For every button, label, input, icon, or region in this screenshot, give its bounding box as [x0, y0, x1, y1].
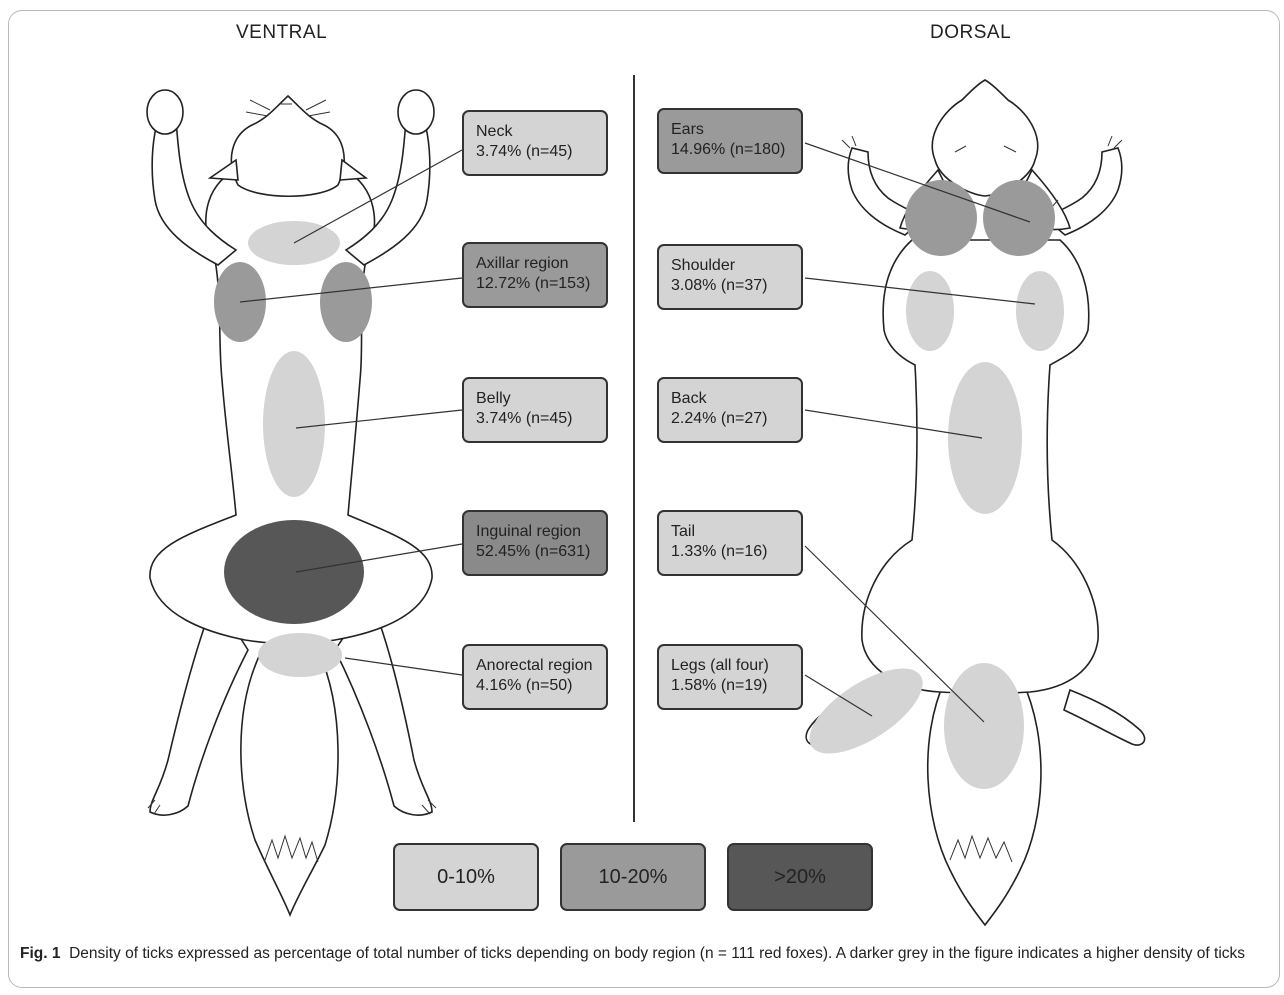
- label-back: Back 2.24% (n=27): [657, 377, 803, 443]
- label-neck: Neck 3.74% (n=45): [462, 110, 608, 176]
- legend-low: 0-10%: [393, 843, 539, 911]
- shoulder-region-left: [906, 271, 954, 351]
- region-name: Axillar region: [476, 254, 606, 274]
- region-value: 4.16% (n=50): [476, 676, 606, 696]
- caption-text: Density of ticks expressed as percentage…: [69, 945, 1245, 962]
- region-name: Ears: [671, 120, 801, 140]
- label-anorectal-region: Anorectal region 4.16% (n=50): [462, 644, 608, 710]
- anorectal-region: [258, 633, 342, 677]
- inguinal-region: [224, 520, 364, 624]
- region-name: Anorectal region: [476, 656, 606, 676]
- legend-medium: 10-20%: [560, 843, 706, 911]
- label-ears: Ears 14.96% (n=180): [657, 108, 803, 174]
- region-value: 12.72% (n=153): [476, 274, 606, 294]
- legend-high: >20%: [727, 843, 873, 911]
- region-name: Back: [671, 389, 801, 409]
- region-value: 1.58% (n=19): [671, 676, 801, 696]
- region-name: Tail: [671, 522, 801, 542]
- ventral-fox-outline: [147, 90, 434, 915]
- label-inguinal-region: Inguinal region 52.45% (n=631): [462, 510, 608, 576]
- label-tail: Tail 1.33% (n=16): [657, 510, 803, 576]
- ears-region-left: [905, 180, 977, 256]
- shoulder-region-right: [1016, 271, 1064, 351]
- region-value: 3.08% (n=37): [671, 276, 801, 296]
- region-name: Neck: [476, 122, 606, 142]
- region-value: 14.96% (n=180): [671, 140, 801, 160]
- region-name: Inguinal region: [476, 522, 606, 542]
- belly-region: [263, 351, 325, 497]
- region-value: 52.45% (n=631): [476, 542, 606, 562]
- label-shoulder: Shoulder 3.08% (n=37): [657, 244, 803, 310]
- label-axillar-region: Axillar region 12.72% (n=153): [462, 242, 608, 308]
- region-value: 2.24% (n=27): [671, 409, 801, 429]
- region-name: Legs (all four): [671, 656, 801, 676]
- caption-label: Fig. 1: [20, 945, 60, 962]
- tail-region: [944, 663, 1024, 789]
- region-value: 3.74% (n=45): [476, 142, 606, 162]
- region-value: 1.33% (n=16): [671, 542, 801, 562]
- region-value: 3.74% (n=45): [476, 409, 606, 429]
- region-name: Shoulder: [671, 256, 801, 276]
- label-legs: Legs (all four) 1.58% (n=19): [657, 644, 803, 710]
- label-belly: Belly 3.74% (n=45): [462, 377, 608, 443]
- figure-caption: Fig. 1 Density of ticks expressed as per…: [20, 943, 1270, 965]
- back-region: [948, 362, 1022, 514]
- axillar-region-right: [320, 262, 372, 342]
- region-name: Belly: [476, 389, 606, 409]
